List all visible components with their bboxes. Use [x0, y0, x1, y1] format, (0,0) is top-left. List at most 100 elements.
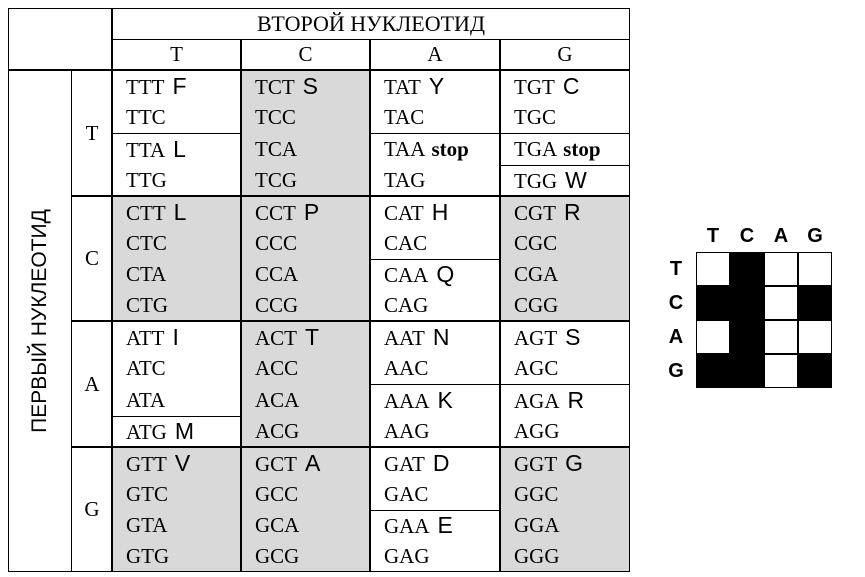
- codon-cell: CAT H: [384, 197, 448, 227]
- grid-line: [8, 69, 630, 71]
- row-base-a: A: [84, 372, 100, 396]
- mini-col-label: T: [706, 225, 720, 247]
- codon-text: GCT: [255, 452, 297, 476]
- codon-cell: CAC: [384, 228, 427, 258]
- grid-line: [369, 39, 371, 572]
- codon-cell: GGC: [514, 479, 558, 509]
- stop-label: stop: [563, 137, 601, 161]
- codon-text: GCC: [255, 482, 299, 506]
- codon-text: GAA: [384, 514, 430, 538]
- codon-text: AGC: [514, 356, 559, 380]
- codon-text: GAC: [384, 482, 429, 506]
- codon-text: CGG: [514, 293, 559, 317]
- codon-text: AAG: [384, 419, 430, 443]
- codon-cell: TTA L: [126, 134, 186, 164]
- stop-label: stop: [431, 137, 469, 161]
- codon-text: GTT: [126, 452, 167, 476]
- codon-cell: GAA E: [384, 510, 453, 540]
- codon-text: GGC: [514, 482, 559, 506]
- col-base-t: T: [170, 42, 183, 66]
- codon-text: GGT: [514, 452, 558, 476]
- grid-line: [500, 133, 630, 134]
- amino-acid-label: L: [173, 199, 187, 225]
- amino-acid-label: G: [565, 450, 584, 476]
- amino-acid-label: D: [432, 450, 450, 476]
- amino-acid-label: K: [437, 387, 453, 413]
- grid-line: [370, 510, 500, 511]
- mini-col-label: G: [807, 225, 823, 247]
- codon-cell: TCA: [255, 134, 297, 164]
- grid-line: [8, 8, 9, 572]
- codon-text: GAG: [384, 544, 430, 568]
- amino-acid-label: H: [431, 199, 449, 225]
- codon-cell: ATC: [126, 353, 166, 383]
- codon-cell: AGC: [514, 353, 558, 383]
- codon-cell: CCC: [255, 228, 297, 258]
- codon-text: CTA: [126, 262, 167, 286]
- codon-cell: ACC: [255, 353, 298, 383]
- grid-line: [500, 384, 630, 385]
- codon-text: CAA: [384, 263, 429, 287]
- codon-text: CTT: [126, 201, 166, 225]
- grid-line: [111, 8, 113, 572]
- codon-cell: CGC: [514, 228, 557, 258]
- amino-acid-label: M: [174, 418, 195, 444]
- amino-acid-label: S: [302, 73, 319, 99]
- col-base-c: C: [298, 42, 313, 66]
- mini-col-label: A: [773, 225, 789, 247]
- codon-text: AAT: [384, 326, 425, 350]
- amino-acid-label: I: [172, 324, 179, 350]
- codon-cell: TAG: [384, 165, 425, 195]
- codon-text: TTC: [126, 105, 166, 129]
- codon-cell: CTG: [126, 290, 168, 320]
- grid-line: [72, 195, 630, 197]
- codon-cell: CGA: [514, 259, 558, 289]
- mini-cell-empty: [764, 320, 798, 354]
- grid-line: [8, 8, 630, 9]
- amino-acid-label: L: [173, 136, 186, 162]
- mini-cell-empty: [798, 320, 832, 354]
- codon-cell: CCA: [255, 259, 298, 289]
- codon-cell: TTG: [126, 165, 167, 195]
- codon-text: TAG: [384, 168, 426, 192]
- codon-text: GTC: [126, 482, 168, 506]
- amino-acid-label: S: [565, 324, 581, 350]
- codon-text: TCA: [255, 137, 297, 161]
- codon-text: CAT: [384, 201, 424, 225]
- codon-text: ACC: [255, 356, 299, 380]
- codon-text: ATG: [126, 420, 167, 444]
- col-base-g: G: [557, 42, 573, 66]
- row-base-c: C: [84, 246, 99, 270]
- amino-acid-label: T: [305, 324, 320, 350]
- codon-text: TGT: [514, 75, 555, 99]
- codon-cell: TCG: [255, 165, 297, 195]
- grid-line: [71, 70, 72, 572]
- mini-row-label: A: [668, 326, 684, 348]
- codon-cell: GTG: [126, 541, 169, 571]
- codon-text: AGA: [514, 389, 560, 413]
- codon-text: TGC: [514, 105, 556, 129]
- codon-cell: ACA: [255, 385, 299, 415]
- amino-acid-label: E: [437, 512, 453, 538]
- codon-text: GGG: [514, 544, 560, 568]
- codon-text: TGA: [514, 137, 558, 161]
- codon-cell: TGC: [514, 102, 556, 132]
- codon-text: TTA: [126, 138, 166, 162]
- amino-acid-label: P: [303, 199, 320, 225]
- codon-cell: GCG: [255, 541, 299, 571]
- codon-cell: GAG: [384, 541, 430, 571]
- mini-cell-filled: [798, 354, 832, 388]
- codon-cell: TCC: [255, 102, 296, 132]
- grid-line: [370, 259, 500, 260]
- shaded-block: [241, 447, 370, 572]
